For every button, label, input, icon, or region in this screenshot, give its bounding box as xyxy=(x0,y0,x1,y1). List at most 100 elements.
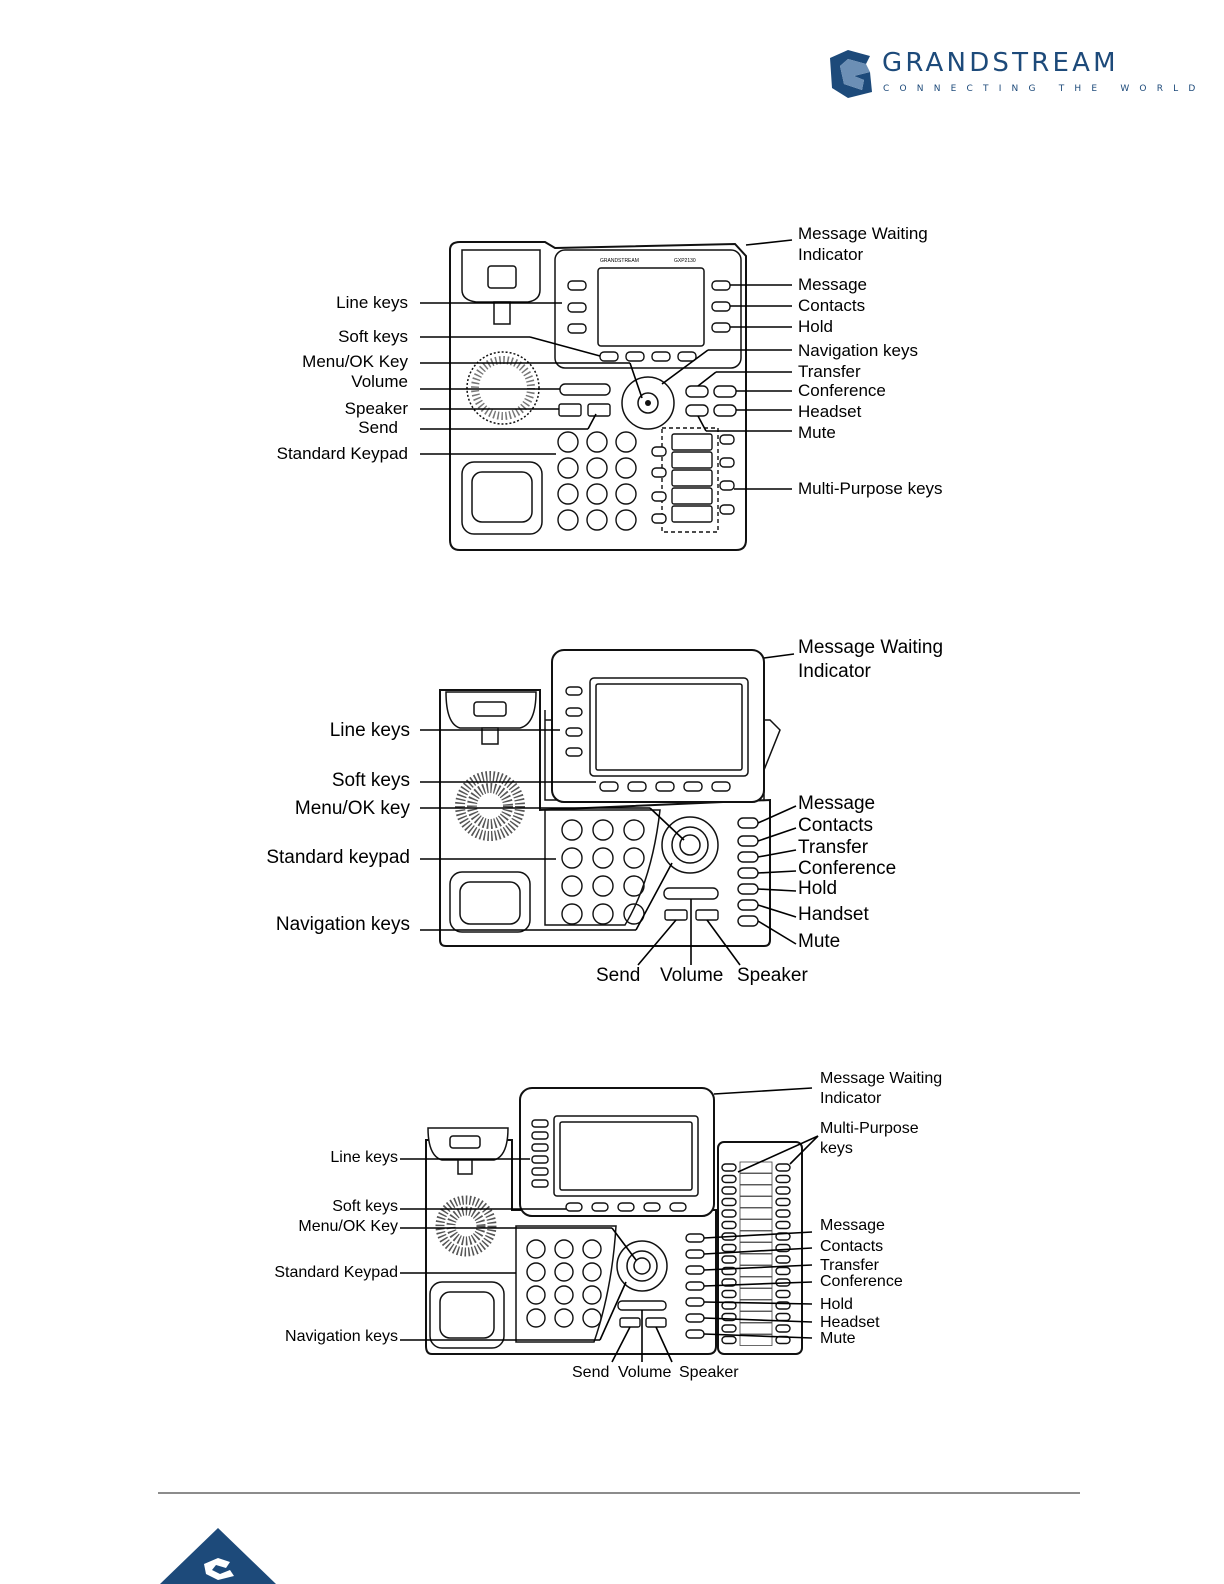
keypad-key xyxy=(586,509,608,531)
label-indicator: Indicator xyxy=(820,1090,882,1107)
label-volume: Volume xyxy=(660,965,724,986)
keypad-key xyxy=(557,483,579,505)
label-multi-purpose: Multi-Purpose xyxy=(820,1120,919,1137)
label-message-waiting: Message Waiting xyxy=(820,1070,943,1087)
keypad-key xyxy=(592,847,614,869)
label-indicator: Indicator xyxy=(798,661,871,682)
device-brand-text: GRANDSTREAM xyxy=(600,258,639,264)
label-message: Message xyxy=(798,275,867,294)
keypad-key xyxy=(623,819,645,841)
logo-tagline: CONNECTING THE WORLD xyxy=(883,84,1206,94)
keypad-key xyxy=(586,457,608,479)
label-message: Message xyxy=(798,793,876,814)
label-hold: Hold xyxy=(820,1296,853,1313)
keypad-key xyxy=(557,509,579,531)
label-headset: Headset xyxy=(820,1314,880,1331)
label-navigation-keys: Navigation keys xyxy=(285,1328,398,1345)
keypad-key xyxy=(582,1239,602,1259)
keypad-1 xyxy=(557,431,637,531)
label-volume: Volume xyxy=(618,1364,672,1381)
expansion-label-slot xyxy=(739,1334,773,1346)
expansion-key xyxy=(775,1289,791,1299)
label-speaker: Speaker xyxy=(679,1364,739,1381)
keypad-key xyxy=(615,431,637,453)
expansion-key xyxy=(721,1163,737,1172)
expansion-key xyxy=(721,1335,737,1345)
expansion-key xyxy=(775,1312,791,1322)
label-conference: Conference xyxy=(820,1273,903,1290)
label-menu-ok-key: Menu/OK Key xyxy=(302,352,408,371)
keypad-3 xyxy=(526,1239,602,1328)
label-send: Send xyxy=(572,1364,610,1381)
expansion-key xyxy=(775,1197,791,1207)
expansion-key xyxy=(721,1324,737,1333)
label-contacts: Contacts xyxy=(798,296,866,315)
keypad-key xyxy=(557,457,579,479)
label-speaker: Speaker xyxy=(344,399,408,418)
device-model-text: GXP2130 xyxy=(674,258,696,264)
expansion-key xyxy=(775,1209,791,1218)
phone-drawing-1: GRANDSTREAM GXP2130 xyxy=(420,239,793,551)
expansion-key xyxy=(721,1174,737,1184)
expansion-label-slot xyxy=(739,1207,773,1220)
label-headset: Headset xyxy=(798,402,862,421)
label-navigation-keys: Navigation keys xyxy=(798,341,919,360)
expansion-key xyxy=(775,1186,791,1195)
keypad-key xyxy=(526,1308,546,1328)
label-hold: Hold xyxy=(798,317,833,336)
expansion-label-slot xyxy=(739,1196,773,1208)
label-hold: Hold xyxy=(798,878,838,899)
label-transfer: Transfer xyxy=(798,362,861,381)
keypad-key xyxy=(592,819,614,841)
keypad-key xyxy=(557,431,579,453)
expansion-label-slot xyxy=(739,1299,773,1312)
label-contacts: Contacts xyxy=(820,1238,884,1255)
phone-diagram-3: Line keys Soft keys Menu/OK Key Standard… xyxy=(0,1060,1224,1400)
label-line-keys: Line keys xyxy=(329,720,410,741)
grandstream-logo: GRANDSTREAM CONNECTING THE WORLD xyxy=(826,44,1195,100)
label-multi-purpose-keys: Multi-Purpose keys xyxy=(798,479,943,498)
expansion-label-slot xyxy=(739,1288,773,1300)
footer-divider xyxy=(158,1492,1080,1494)
label-soft-keys: Soft keys xyxy=(338,327,408,346)
expansion-label-slot xyxy=(739,1311,773,1323)
keypad-key xyxy=(615,509,637,531)
label-multi-purpose-keys: keys xyxy=(820,1140,853,1157)
keypad-key xyxy=(623,847,645,869)
expansion-label-slot xyxy=(739,1219,773,1231)
expansion-key xyxy=(775,1174,791,1184)
expansion-key xyxy=(775,1255,791,1264)
label-menu-ok-key: Menu/OK key xyxy=(294,798,410,819)
label-handset: Handset xyxy=(798,904,869,925)
expansion-key xyxy=(775,1266,791,1276)
label-conference: Conference xyxy=(798,381,886,400)
keypad-key xyxy=(554,1285,574,1305)
expansion-key xyxy=(775,1220,791,1230)
keypad-key xyxy=(592,875,614,897)
keypad-key xyxy=(561,903,583,925)
expansion-key xyxy=(721,1197,737,1207)
keypad-key xyxy=(561,819,583,841)
expansion-label-slot xyxy=(739,1322,773,1335)
label-mute: Mute xyxy=(798,423,836,442)
expansion-module-keys xyxy=(721,1161,791,1346)
grandstream-logo-icon xyxy=(830,50,872,98)
keypad-key xyxy=(526,1262,546,1282)
keypad-key xyxy=(554,1262,574,1282)
keypad-key xyxy=(582,1285,602,1305)
logo-wordmark: GRANDSTREAM xyxy=(882,48,1119,78)
label-soft-keys: Soft keys xyxy=(332,1198,398,1215)
expansion-label-slot xyxy=(739,1253,773,1266)
keypad-key xyxy=(615,483,637,505)
expansion-label-slot xyxy=(739,1265,773,1277)
expansion-label-slot xyxy=(739,1173,773,1185)
keypad-key xyxy=(582,1262,602,1282)
keypad-2 xyxy=(561,819,645,925)
phone-drawing-2 xyxy=(420,649,797,966)
label-indicator: Indicator xyxy=(798,245,864,264)
phone-diagram-gxp2130: GRANDSTREAM GXP2130 xyxy=(0,0,1224,560)
label-standard-keypad: Standard Keypad xyxy=(276,444,408,463)
keypad-key xyxy=(582,1308,602,1328)
expansion-key xyxy=(775,1324,791,1333)
keypad-key xyxy=(561,847,583,869)
